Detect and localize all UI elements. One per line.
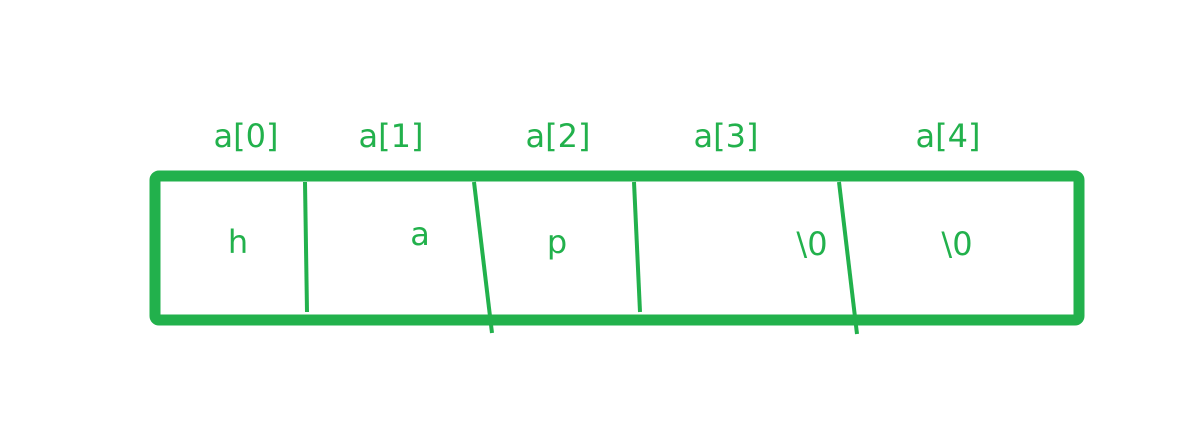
index-label-3: a[3]: [693, 117, 759, 155]
index-label-0: a[0]: [213, 117, 279, 155]
cell-divider-4: [837, 181, 859, 335]
cell-divider-3: [632, 181, 642, 313]
cell-value-0: h: [227, 223, 249, 261]
cell-value-3: \0: [796, 225, 828, 263]
cell-value-4: \0: [941, 225, 973, 263]
array-outline: [149, 170, 1085, 326]
cell-value-2: p: [546, 223, 568, 261]
cell-value-1: a: [410, 215, 430, 253]
index-label-1: a[1]: [358, 117, 424, 155]
index-label-2: a[2]: [525, 117, 591, 155]
cell-divider-1: [303, 181, 309, 313]
index-label-4: a[4]: [915, 117, 981, 155]
cell-divider-2: [472, 181, 494, 334]
